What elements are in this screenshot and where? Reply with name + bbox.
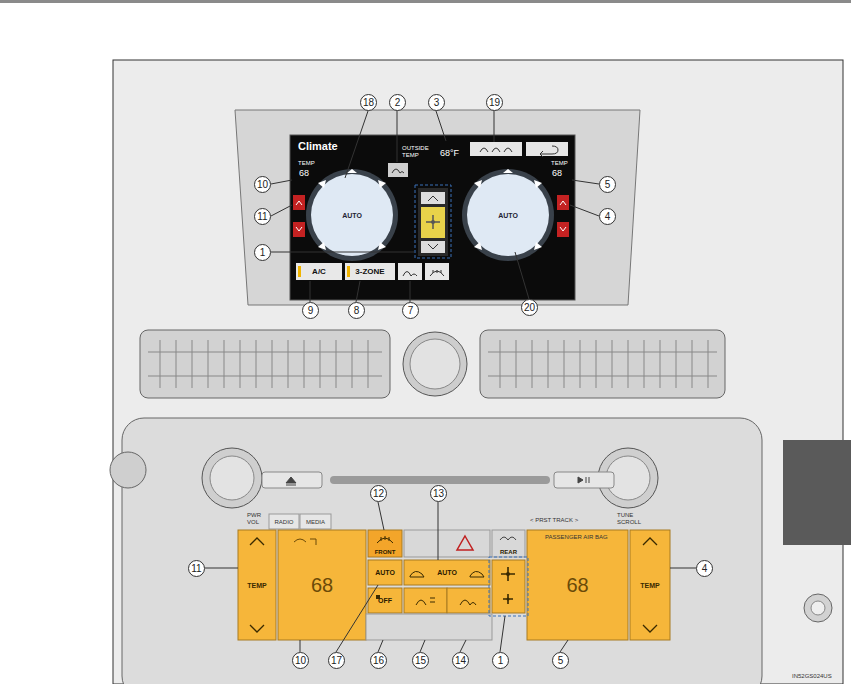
screen-text: TEMP: [298, 160, 315, 166]
audio-button: MEDIA: [300, 514, 331, 529]
control-button: AUTO: [404, 560, 490, 585]
panel-label: TUNE SCROLL: [617, 512, 643, 526]
callout-number: 1: [492, 652, 509, 669]
node-text: REAR: [500, 549, 517, 555]
callout-number: 13: [430, 485, 447, 502]
screen-text: 68: [299, 168, 309, 178]
node-text: TEMP: [247, 582, 266, 589]
callout-number: 20: [521, 299, 538, 316]
callout-number: 14: [452, 652, 469, 669]
node-text: AUTO: [342, 212, 362, 219]
node-text: AUTO: [437, 569, 457, 576]
display-screen: ClimateA/C 3-ZONE AUTO AUTO: [290, 135, 575, 300]
callout-number: 1: [254, 244, 271, 261]
control-button: AUTO: [368, 560, 402, 585]
seat-zone: AUTO: [311, 174, 393, 256]
audio-button: RADIO: [269, 514, 299, 529]
screen-text: 68°F: [440, 148, 459, 158]
callout-number: 10: [292, 652, 309, 669]
temp-button: TEMP: [238, 530, 276, 640]
callout-number: 2: [389, 94, 406, 111]
temp-display: 68: [527, 530, 628, 640]
control-button: REAR: [492, 530, 525, 557]
callout-number: 9: [302, 302, 319, 319]
node-text: FRONT: [375, 549, 396, 555]
screen-text: OUTSIDE TEMP: [402, 145, 436, 159]
callout-number: 19: [486, 94, 503, 111]
callout-number: 3: [428, 94, 445, 111]
node-text: 68: [311, 574, 333, 597]
callout-number: 4: [599, 208, 616, 225]
panel-label: < PRST TRACK >: [530, 517, 578, 523]
control-button: FRONT: [368, 530, 402, 557]
callout-number: 7: [402, 302, 419, 319]
control-button: OFF: [368, 588, 402, 613]
callout-number: 15: [412, 652, 429, 669]
node-text: AUTO: [375, 569, 395, 576]
panel-label: PWR VOL: [247, 512, 273, 526]
callout-number: 17: [328, 652, 345, 669]
node-text: TEMP: [640, 582, 659, 589]
callout-number: 11: [188, 560, 205, 577]
node-text: AUTO: [498, 212, 518, 219]
screen-text: 68: [552, 168, 562, 178]
callout-number: 5: [599, 176, 616, 193]
node-text: 3-ZONE: [355, 267, 384, 276]
watermark: IN52GS024US: [792, 673, 832, 679]
temp-display: 68: [278, 530, 366, 640]
callout-number: 8: [348, 302, 365, 319]
node-text: MEDIA: [306, 519, 325, 525]
screen-button: A/C: [296, 263, 342, 280]
panel-label: PASSENGER AIR BAG: [545, 534, 608, 540]
node-text: A/C: [312, 267, 326, 276]
callout-number: 16: [370, 652, 387, 669]
seat-zone: AUTO: [467, 174, 549, 256]
callout-number: 11: [254, 208, 271, 225]
node-text: 68: [566, 574, 588, 597]
node-text: OFF: [378, 597, 392, 604]
callout-number: 10: [254, 176, 271, 193]
temp-button: TEMP: [630, 530, 670, 640]
callout-number: 5: [552, 652, 569, 669]
screen-text: TEMP: [551, 160, 568, 166]
callout-number: 18: [360, 94, 377, 111]
callout-number: 4: [696, 560, 713, 577]
node-text: Climate: [298, 140, 338, 152]
screen-button: 3-ZONE: [345, 263, 395, 280]
callout-number: 12: [370, 485, 387, 502]
node-text: RADIO: [274, 519, 293, 525]
